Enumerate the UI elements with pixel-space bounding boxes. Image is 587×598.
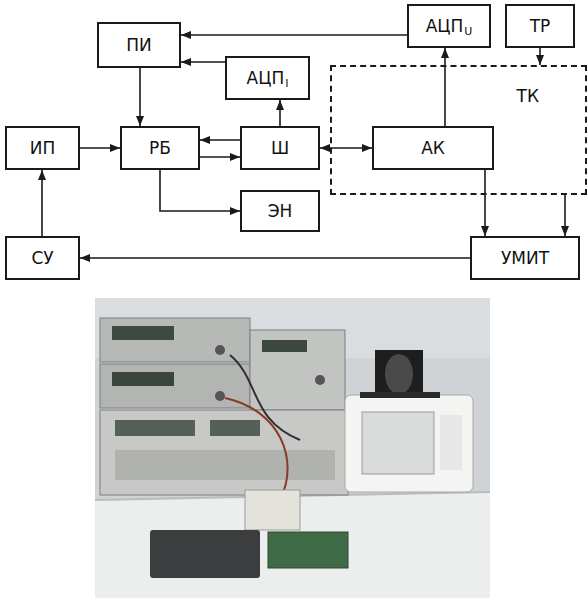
block-box: ТР [505,4,575,48]
block-label: РБ [149,139,171,158]
block-box: ПИ [97,22,181,68]
block-box: УМИТ [470,236,580,280]
block-label: U [464,26,472,38]
photo-device [245,490,300,530]
block-box: АЦПI [225,56,310,100]
signal-arrow [80,147,120,149]
block-label: Ш [271,139,289,158]
block-label: ТК [517,87,539,106]
signal-arrow [484,170,486,236]
block-label: ТР [530,17,551,36]
block-label: ПИ [126,36,152,55]
photo-instrument [100,364,250,408]
block-label: АК [421,139,445,158]
photo-display [112,372,174,386]
photo-instrument [250,330,345,410]
signal-arrow [41,170,43,236]
block-label: АЦП [247,69,285,88]
signal-arrow [279,100,281,126]
photo-knob [215,345,225,355]
photo-chamber [345,395,473,492]
photo-cable [225,398,288,500]
photo-display [262,340,307,352]
signal-arrow [200,139,240,141]
photo-knob [215,391,225,401]
signal-arrow [200,156,240,158]
block-box: АЦПU [407,4,491,48]
signal-arrow [181,61,225,63]
photo-board [268,532,348,568]
block-label: I [285,78,288,90]
signal-arrow [181,34,407,36]
signal-arrow [139,68,141,126]
photo-instrument [100,318,250,362]
photo-chamber-door [362,412,434,474]
dashed-region: ТК АК [330,65,587,195]
block-box: Ш [240,126,320,170]
block-label: ИП [30,139,56,158]
photo-device [150,530,260,578]
block-box: ЭН [240,190,320,232]
photo-chamber-panel [440,415,462,470]
photo-display [112,326,174,340]
block-label: ЭН [268,202,293,221]
photo-knob [315,375,325,385]
block-box: СУ [5,236,80,280]
photo-display [115,420,195,436]
signal-arrow [160,170,240,211]
block-label: УМИТ [501,249,549,268]
block-label: АЦП [426,17,464,36]
photo-object-base [360,392,440,398]
signal-arrow [564,195,566,236]
signal-arrow [80,257,470,259]
signal-arrow [320,147,372,149]
block-label: СУ [31,249,53,268]
block-box: РБ [120,126,200,170]
block-box: АК [372,126,494,170]
signal-arrow [539,48,541,65]
signal-arrow [444,48,446,126]
photo-instrument [100,410,348,495]
photo-object-end [385,354,413,394]
block-box: ИП [5,126,80,170]
photo-object [375,350,423,398]
photo-panel [115,450,335,480]
photo-wall [95,298,490,598]
photo-cable [230,355,300,440]
photo-display [210,420,260,436]
